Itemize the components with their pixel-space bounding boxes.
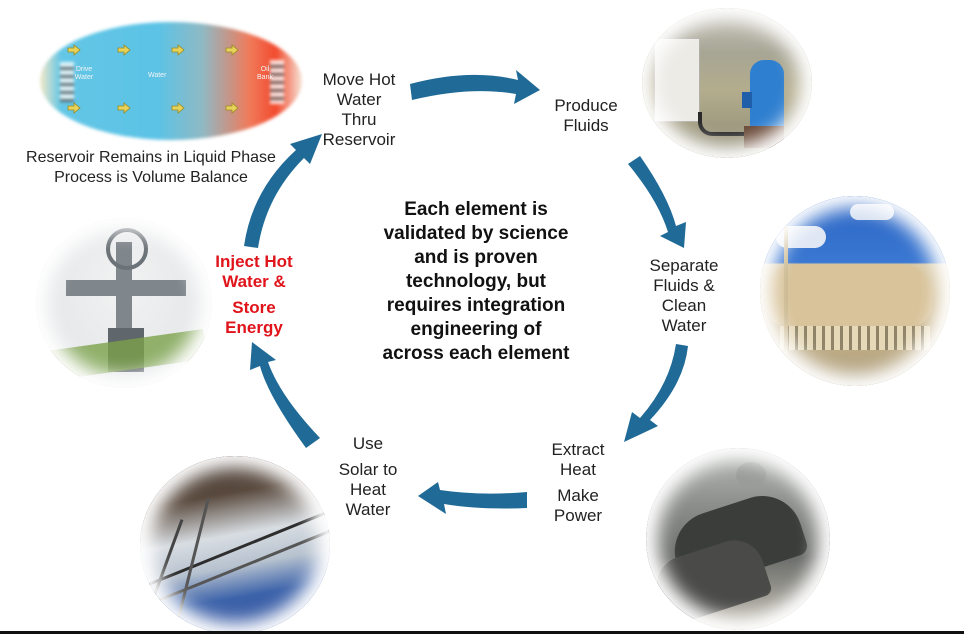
step-inject-line-3: Store — [232, 298, 276, 317]
step-produce-fluids: Produce Fluids — [536, 96, 636, 136]
step-inject-line-1: Inject Hot — [215, 252, 293, 271]
step-solar-line-4: Water — [345, 500, 391, 519]
reservoir-note-line-2: Process is Volume Balance — [54, 169, 248, 186]
arrow-produce-to-separate — [628, 156, 686, 248]
center-line-1: Each element is — [404, 199, 548, 220]
turbine-generator-photo — [646, 448, 830, 630]
step-produce-line-2: Fluids — [563, 116, 609, 135]
step-move-line-4: Reservoir — [322, 130, 396, 149]
step-separate-fluids: Separate Fluids & Clean Water — [634, 256, 734, 336]
bottom-border — [0, 631, 964, 634]
center-statement: Each element is validated by science and… — [360, 198, 592, 366]
step-separate-line-2: Fluids & — [653, 276, 715, 295]
center-line-7: across each element — [382, 343, 570, 364]
separator-tank-photo — [760, 196, 950, 386]
step-separate-line-1: Separate — [649, 256, 719, 275]
step-extract-heat: Extract Heat Make Power — [528, 440, 628, 526]
center-line-4: technology, but — [405, 271, 547, 292]
reservoir-note-line-1: Reservoir Remains in Liquid Phase — [26, 149, 276, 166]
pump-photo — [642, 8, 812, 158]
arrow-move-to-produce — [410, 70, 540, 104]
center-line-2: validated by science — [383, 223, 569, 244]
center-line-5: requires integration — [386, 295, 566, 316]
reservoir-label-oil-bank: Oil Bank — [257, 66, 273, 81]
step-solar-line-2: Solar to — [338, 460, 398, 479]
step-extract-line-2: Heat — [560, 460, 596, 479]
step-inject-hot-water: Inject Hot Water & Store Energy — [200, 252, 308, 338]
step-move-line-3: Thru — [341, 110, 377, 129]
reservoir-label-drive-water: Drive Water — [74, 66, 94, 81]
solar-collector-photo — [140, 456, 330, 634]
step-solar-line-3: Heat — [350, 480, 386, 499]
wellhead-photo — [36, 218, 212, 388]
step-move-hot-water: Move Hot Water Thru Reservoir — [304, 70, 414, 150]
center-line-6: engineering of — [410, 319, 542, 340]
step-produce-line-1: Produce — [554, 96, 618, 115]
step-extract-line-1: Extract — [551, 440, 605, 459]
reservoir-diagram-image — [40, 22, 302, 140]
arrow-separate-to-extract — [624, 344, 688, 442]
reservoir-note: Reservoir Remains in Liquid Phase Proces… — [8, 148, 294, 188]
step-separate-line-3: Clean — [661, 296, 707, 315]
step-use-solar: Use Solar to Heat Water — [318, 434, 418, 520]
step-extract-line-4: Power — [553, 506, 603, 525]
step-move-line-1: Move Hot — [322, 70, 396, 89]
step-separate-line-4: Water — [661, 316, 707, 335]
arrow-solar-to-inject — [250, 342, 320, 448]
step-solar-line-1: Use — [352, 434, 384, 453]
reservoir-label-water: Water — [148, 72, 167, 79]
arrow-extract-to-solar — [418, 482, 527, 514]
center-line-3: and is proven — [414, 247, 538, 268]
step-move-line-2: Water — [336, 90, 382, 109]
step-extract-line-3: Make — [557, 486, 599, 505]
step-inject-line-4: Energy — [225, 318, 283, 337]
arrow-inject-to-move — [244, 134, 322, 248]
step-inject-line-2: Water & — [222, 272, 286, 291]
